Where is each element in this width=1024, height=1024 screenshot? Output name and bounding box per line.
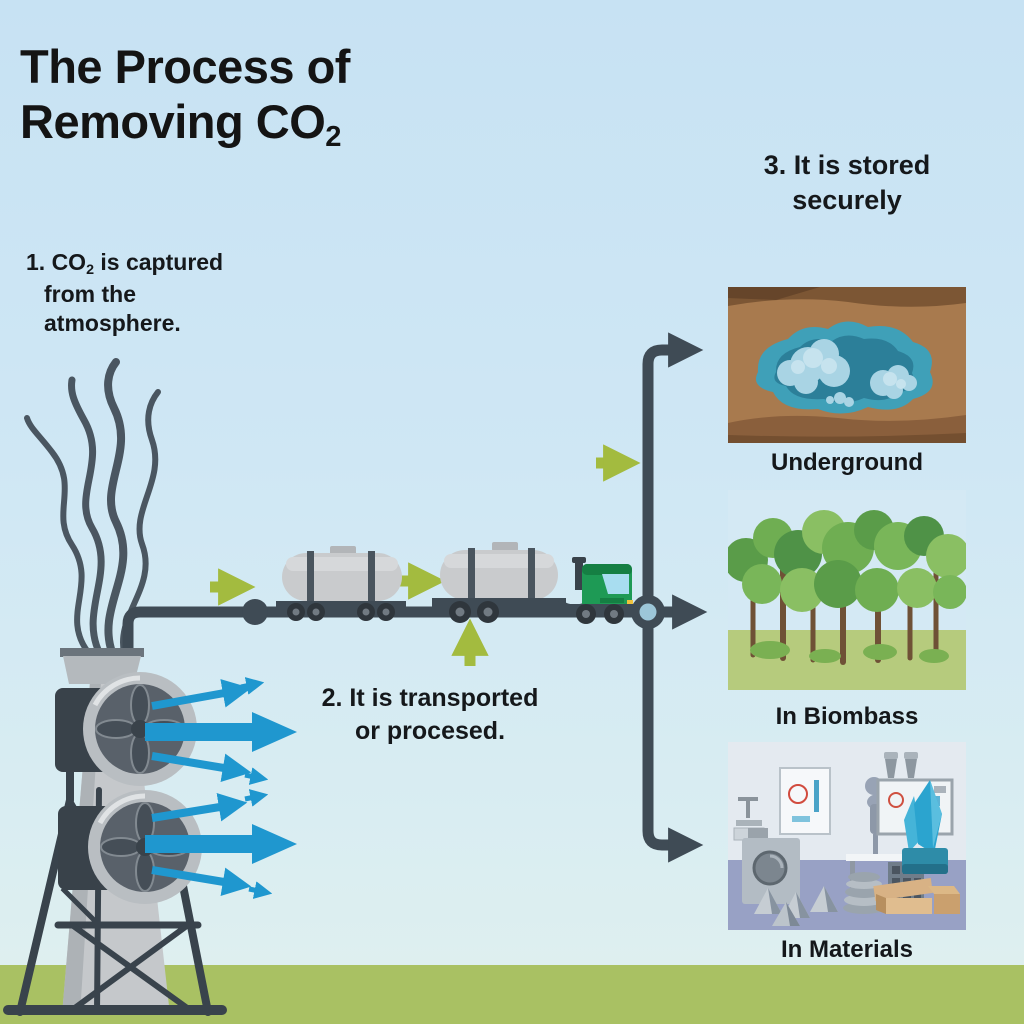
step2-caption: 2. It is transported or procesed. [321,684,539,745]
forest-illustration [728,490,966,690]
flow-arrow-icon [210,444,641,666]
tanker-car-icon [276,546,406,621]
materials-lab-illustration [728,742,966,930]
step1-caption: 1. CO2 is captured from the atmosphere. [26,249,224,337]
air-flow-arrow-icon [145,677,297,899]
underground-label: Underground [771,449,923,476]
biomass-label: In Biombass [775,703,919,730]
junction-dot-icon [242,599,268,625]
tanker-car-icon [432,542,590,623]
title-line2: Removing CO [20,94,326,148]
truck-icon [554,557,634,624]
smoke-icon [24,358,161,658]
pipeline-icon [122,332,708,863]
underground-storage-illustration [728,287,966,443]
title-subscript: 2 [325,121,341,154]
page-title: The Process of Removing CO2 [20,40,350,154]
branch-junction-icon [631,595,665,629]
materials-label: In Materials [780,936,914,963]
title-line1: The Process of [20,40,350,93]
step3-caption: 3. It is stored securely [763,150,931,215]
